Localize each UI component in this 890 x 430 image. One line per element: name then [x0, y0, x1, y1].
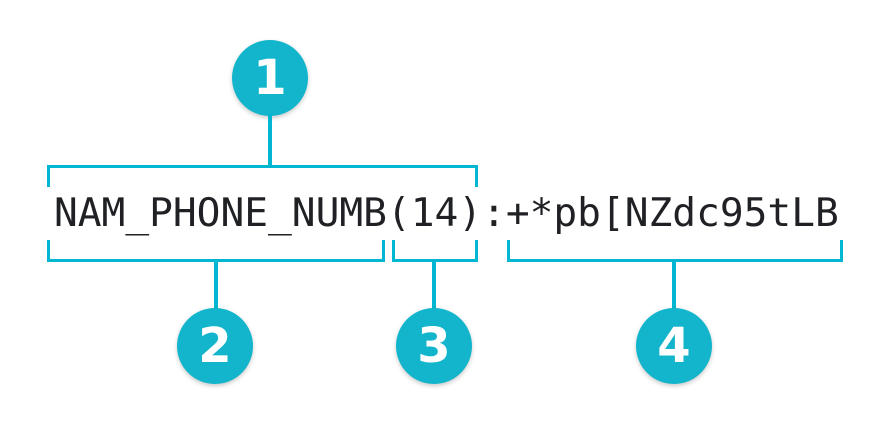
callout-1-connector-line: [268, 114, 272, 167]
code-string: NAM_PHONE_NUMB(14):+*pb[NZdc95tLB: [54, 190, 839, 236]
bracket-field-value-span: [507, 240, 843, 262]
callout-badge-3: 3: [396, 308, 472, 384]
callout-number-1: 1: [253, 50, 287, 106]
callout-badge-2: 2: [177, 308, 253, 384]
bracket-full-field-span: [47, 165, 478, 187]
callout-badge-1: 1: [232, 40, 308, 116]
callout-2-connector-line: [214, 260, 218, 310]
callout-number-4: 4: [657, 318, 691, 374]
bracket-field-length-span: [392, 240, 478, 262]
callout-4-connector-line: [672, 260, 676, 310]
callout-badge-4: 4: [636, 308, 712, 384]
callout-number-3: 3: [417, 318, 451, 374]
callout-3-connector-line: [432, 260, 436, 310]
callout-number-2: 2: [198, 318, 232, 374]
bracket-field-name-span: [47, 240, 385, 262]
